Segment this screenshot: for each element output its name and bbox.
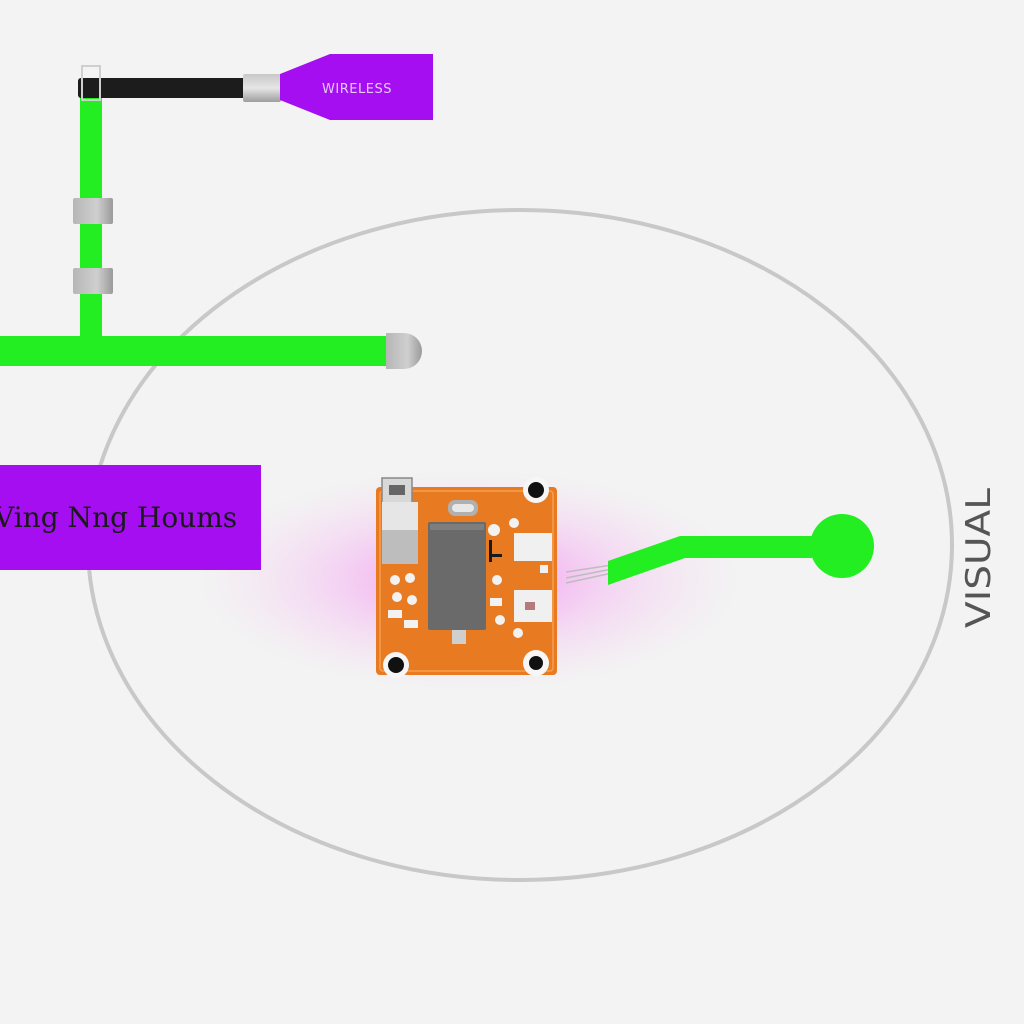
chip-foot xyxy=(452,630,466,644)
usb-port-inner xyxy=(389,485,405,495)
passive-7 xyxy=(488,524,500,536)
passive-9 xyxy=(492,575,502,585)
right-connector-1-pin xyxy=(540,565,548,573)
passive-10 xyxy=(490,598,502,606)
passive-12 xyxy=(513,628,523,638)
component-block-1 xyxy=(382,502,418,532)
passive-8 xyxy=(509,518,519,528)
passive-6 xyxy=(404,620,418,628)
left-tag-label: Ving Nng Houms xyxy=(0,501,237,534)
mount-hole-bl-center xyxy=(388,657,404,673)
wire-sleeve-2 xyxy=(73,268,113,294)
trace-2 xyxy=(492,554,502,557)
circuit-board-icon xyxy=(376,477,557,678)
crystal-inner xyxy=(452,504,474,512)
wire-strands xyxy=(565,564,613,584)
rail-end-cap xyxy=(386,333,422,369)
output-wire-group xyxy=(565,514,874,585)
output-green-wire xyxy=(608,536,812,585)
right-connector-2-pin xyxy=(525,602,535,610)
board-inner-edge xyxy=(379,490,554,672)
right-vertical-label: VISUAL xyxy=(959,488,999,628)
mount-hole-br-center xyxy=(529,656,543,670)
horizontal-green-rail xyxy=(0,336,392,366)
trace-1 xyxy=(489,540,492,562)
passive-5 xyxy=(388,610,402,618)
mount-hole-tr-center xyxy=(528,482,544,498)
passive-2 xyxy=(405,573,415,583)
right-connector-1 xyxy=(514,533,552,561)
wire-sleeve-1 xyxy=(73,198,113,224)
top-wire-group: WIRELESS xyxy=(73,54,433,350)
passive-3 xyxy=(392,592,402,602)
left-tag-box xyxy=(0,465,261,570)
component-block-2 xyxy=(382,530,418,564)
sensor-node-icon xyxy=(810,514,874,578)
chip-icon xyxy=(428,522,486,630)
left-tag-group: Ving Nng Houms xyxy=(0,465,261,570)
top-tag-label: WIRELESS xyxy=(322,82,392,97)
passive-1 xyxy=(390,575,400,585)
passive-11 xyxy=(495,615,505,625)
top-tag-shape xyxy=(280,54,433,120)
cable-plug xyxy=(243,74,281,102)
green-rail-group xyxy=(0,333,422,369)
passive-4 xyxy=(407,595,417,605)
black-cable xyxy=(78,78,248,98)
chip-top-highlight xyxy=(430,524,484,530)
cable-end-cap xyxy=(81,65,101,101)
